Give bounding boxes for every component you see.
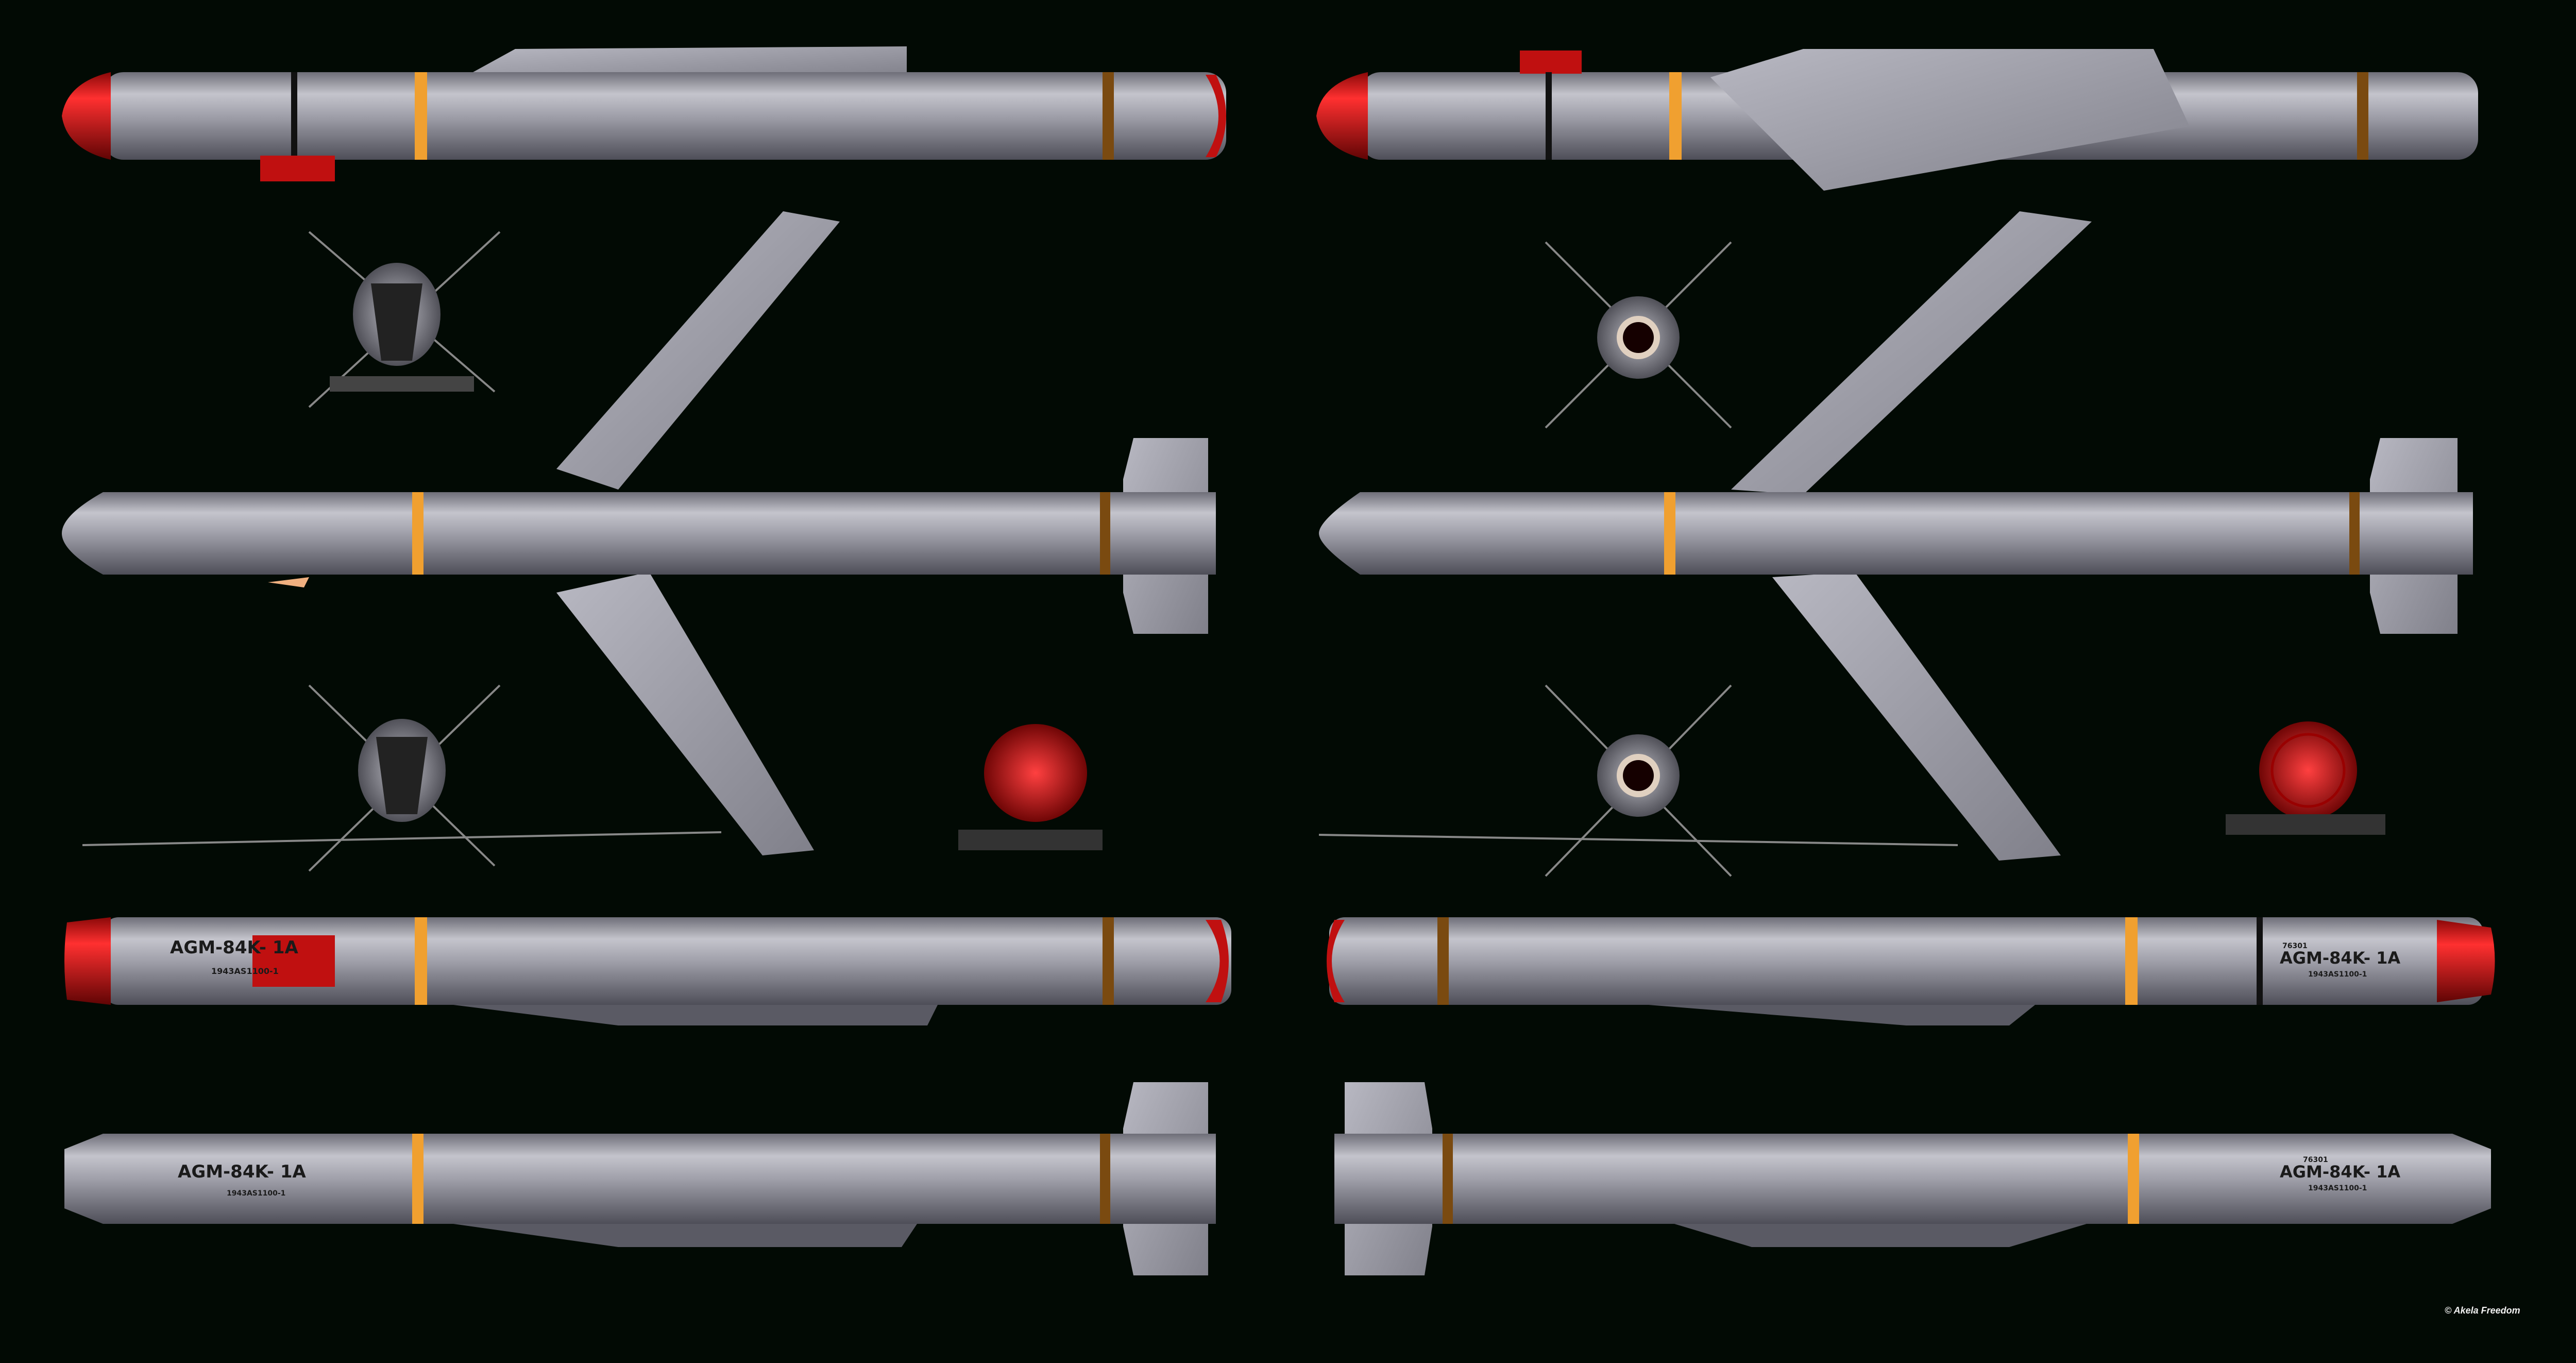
designation-label: AGM-84K- 1A (2280, 948, 2400, 968)
number-label: 76301 (2282, 942, 2308, 950)
designation-label: AGM-84K- 1A (170, 937, 298, 958)
serial-label: 1943AS1100-1 (227, 1189, 285, 1198)
copyright-credit: © Akela Freedom (2445, 1305, 2520, 1316)
missile-rear-view-upper-right (1545, 241, 1732, 429)
serial-label: 1943AS1100-1 (2308, 970, 2367, 979)
missile-side-view-lower-right: 76301 AGM-84K- 1A 1943AS1100-1 (1327, 917, 2495, 1025)
missile-side-view-top-left (62, 46, 1226, 181)
missile-bottom-view-right: 76301 AGM-84K- 1A 1943AS1100-1 (1334, 1082, 2491, 1275)
missile-side-view-top-right (1316, 49, 2478, 191)
designation-label: AGM-84K- 1A (2280, 1162, 2400, 1182)
missile-nose-view-red-right (2226, 721, 2385, 835)
missile-top-view-left (62, 211, 1216, 855)
serial-label: 1943AS1100-1 (211, 966, 279, 976)
missile-top-view-right (1319, 211, 2473, 861)
missile-front-view-upper-left (308, 231, 501, 408)
missile-side-view-lower-left: AGM-84K- 1A 1943AS1100-1 (64, 917, 1231, 1025)
number-label: 76301 (2303, 1156, 2328, 1164)
missile-nose-view-red-left (958, 724, 1103, 850)
missile-front-view-lower-left (82, 684, 722, 872)
designation-label: AGM-84K- 1A (178, 1162, 306, 1182)
missile-bottom-view-left: AGM-84K- 1A 1943AS1100-1 (64, 1082, 1216, 1275)
serial-label: 1943AS1100-1 (2308, 1184, 2367, 1192)
missile-rear-view-lower-right (1318, 684, 1958, 877)
